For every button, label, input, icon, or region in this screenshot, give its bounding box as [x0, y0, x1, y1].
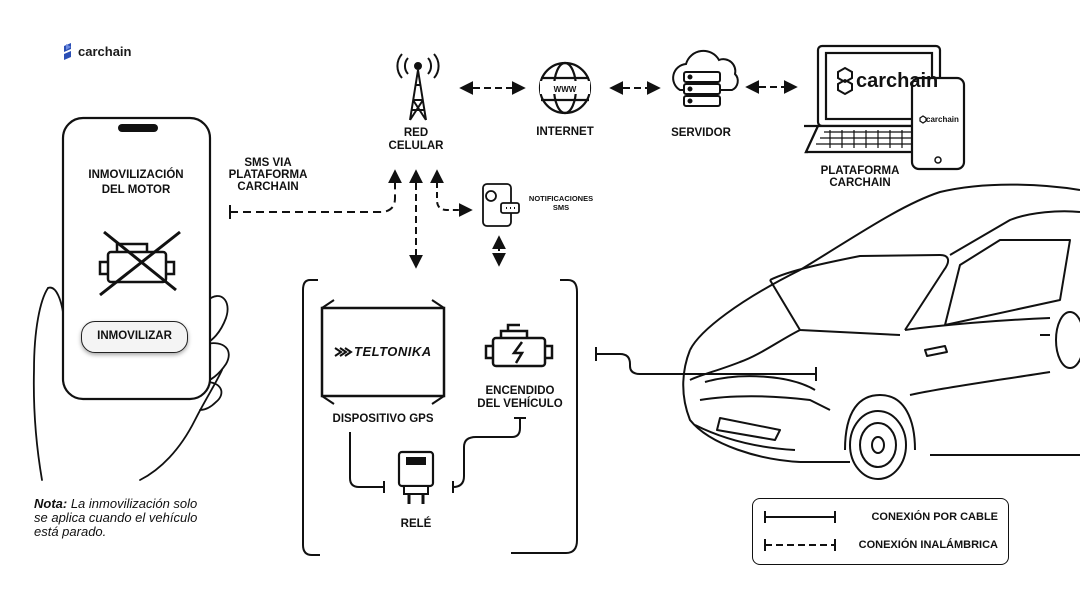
immobilize-button[interactable]: INMOVILIZAR — [81, 321, 188, 353]
notificaciones-label: NOTIFICACIONES SMS — [528, 194, 594, 212]
gps-relay-cable — [349, 432, 384, 488]
car-illustration — [682, 183, 1080, 480]
www-label: WWW — [553, 85, 577, 94]
note-body: La inmovilización solo se aplica cuando … — [34, 496, 198, 539]
engine-disabled-icon — [98, 230, 181, 297]
relay-icon — [397, 450, 435, 504]
phone-title: INMOVILIZACIÓN DEL MOTOR — [88, 169, 184, 196]
installation-left-bracket — [302, 279, 320, 556]
servidor-label: SERVIDOR — [671, 127, 731, 139]
tower-notification-link — [430, 169, 473, 217]
gps-device-icon — [320, 299, 446, 405]
teltonika-brand: TELTONIKA — [354, 344, 432, 359]
sms-wireless-link — [230, 169, 402, 213]
relay-ignition-cable — [452, 418, 521, 488]
brand-name: carchain — [78, 44, 132, 59]
legend-cable-label: CONEXIÓN POR CABLE — [871, 511, 998, 523]
plataforma-label: PLATAFORMA CARCHAIN — [820, 165, 900, 189]
note-bold: Nota: — [34, 496, 68, 511]
internet-label: INTERNET — [536, 126, 594, 138]
legend-box: CONEXIÓN POR CABLE CONEXIÓN INALÁMBRICA — [752, 498, 1009, 565]
red-celular-label: RED CELULAR — [388, 127, 444, 152]
installation-car-cable — [596, 353, 816, 375]
cell-tower-icon — [396, 53, 440, 121]
carchain-logo-icon — [64, 43, 71, 60]
mini-phone-icon — [910, 76, 966, 171]
server-cloud-icon — [672, 49, 739, 107]
encendido-label: ENCENDIDO DEL VEHÍCULO — [477, 385, 563, 410]
legend-wireless-label: CONEXIÓN INALÁMBRICA — [858, 539, 998, 551]
ignition-engine-icon — [484, 323, 554, 368]
mini-phone-brand: carchain — [926, 115, 959, 124]
installation-right-bracket — [511, 279, 578, 554]
rele-label: RELÉ — [400, 518, 432, 530]
internet-globe-icon — [538, 61, 592, 115]
notification-phone-icon — [482, 183, 520, 227]
gps-label: DISPOSITIVO GPS — [332, 413, 434, 425]
sms-label: SMS VIA PLATAFORMA CARCHAIN — [228, 157, 308, 193]
note-text: Nota: La inmovilización solo se aplica c… — [34, 497, 214, 539]
laptop-brand: carchain — [856, 70, 939, 92]
